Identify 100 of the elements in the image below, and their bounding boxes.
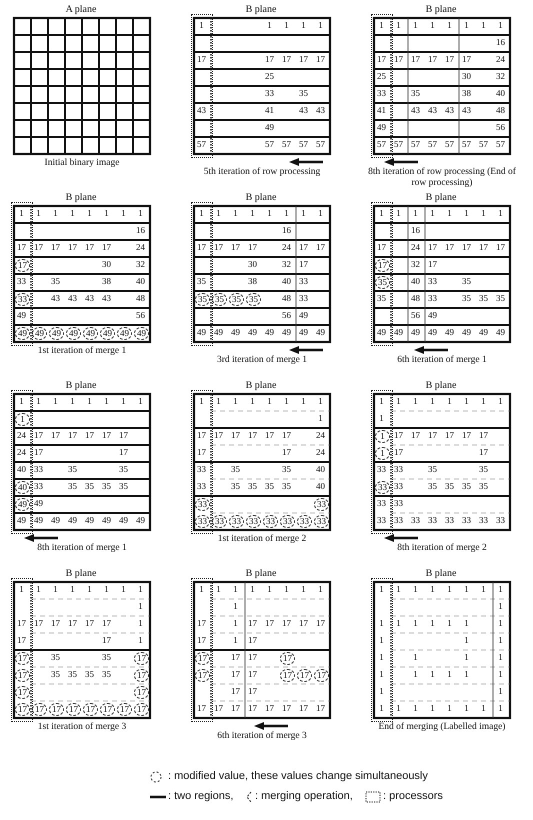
number: 1 — [480, 208, 487, 219]
legend-text: : merging operation, — [255, 790, 353, 802]
number: 35 — [118, 481, 129, 492]
number: 17 — [67, 430, 78, 441]
number: 1 — [480, 584, 487, 595]
number: 57 — [427, 139, 438, 150]
number: 32 — [410, 259, 421, 270]
circled-number: 17 — [15, 259, 30, 272]
number: 33 — [376, 88, 387, 99]
number: 17 — [264, 703, 275, 714]
number: 33 — [196, 464, 207, 475]
number: 1 — [463, 584, 470, 595]
panel-caption: 8th iteration of merge 2 — [396, 543, 488, 554]
number: 33 — [427, 515, 438, 526]
number: 49 — [213, 327, 224, 338]
number: 35 — [478, 464, 489, 475]
number: 1 — [463, 652, 470, 663]
number: 40 — [16, 464, 27, 475]
number: 17 — [230, 669, 241, 680]
circled-number: 17 — [134, 686, 149, 699]
number: 17 — [101, 635, 112, 646]
number: 1 — [378, 584, 385, 595]
number: 49 — [230, 327, 241, 338]
number: 35 — [50, 652, 61, 663]
number: 17 — [298, 703, 309, 714]
number: 1 — [300, 584, 307, 595]
number: 1 — [300, 20, 307, 31]
number: 49 — [264, 122, 275, 133]
circled-number: 33 — [263, 515, 278, 528]
number: 1 — [497, 208, 504, 219]
legend-text: : processors — [383, 790, 443, 802]
number: 33 — [393, 498, 404, 509]
number: 17 — [478, 242, 489, 253]
number: 49 — [461, 327, 472, 338]
number: 17 — [461, 430, 472, 441]
number: 35 — [101, 481, 112, 492]
number: 1 — [429, 20, 436, 31]
circled-number: 35 — [375, 276, 390, 289]
number: 33 — [427, 276, 438, 287]
number: 35 — [281, 481, 292, 492]
number: 1 — [120, 208, 127, 219]
circled-number: 1 — [15, 413, 30, 426]
number: 1 — [137, 618, 144, 629]
number: 1 — [446, 396, 453, 407]
plane-title: B plane — [424, 192, 458, 203]
number: 17 — [213, 430, 224, 441]
number: 49 — [118, 515, 129, 526]
number: 40 — [410, 276, 421, 287]
number: 1 — [69, 208, 76, 219]
number: 1 — [497, 396, 504, 407]
number: 17 — [196, 635, 207, 646]
number: 35 — [101, 652, 112, 663]
number: 43 — [461, 105, 472, 116]
number: 48 — [410, 293, 421, 304]
number: 57 — [376, 139, 387, 150]
circled-number: 33 — [15, 293, 30, 306]
number: 56 — [410, 310, 421, 321]
number: 17 — [315, 618, 326, 629]
number: 1 — [18, 208, 25, 219]
number: 35 — [444, 481, 455, 492]
number: 1 — [395, 20, 402, 31]
number: 1 — [429, 669, 436, 680]
number: 17 — [315, 242, 326, 253]
circled-number: 17 — [15, 652, 30, 665]
circled-number: 49 — [32, 327, 47, 340]
number: 24 — [135, 242, 146, 253]
number: 1 — [497, 635, 504, 646]
number: 57 — [315, 139, 326, 150]
number: 1 — [317, 584, 324, 595]
circled-number: 35 — [195, 293, 210, 306]
number: 1 — [266, 20, 273, 31]
number: 17 — [16, 242, 27, 253]
number: 1 — [317, 413, 324, 424]
number: 35 — [67, 481, 78, 492]
number: 17 — [84, 430, 95, 441]
number: 1 — [378, 20, 385, 31]
circled-number: 17 — [15, 703, 30, 716]
number: 1 — [480, 703, 487, 714]
circled-number: 17 — [134, 703, 149, 716]
number: 17 — [67, 618, 78, 629]
number: 1 — [497, 669, 504, 680]
plane-title: A plane — [64, 4, 98, 15]
number: 1 — [412, 618, 419, 629]
number: 17 — [230, 242, 241, 253]
number: 17 — [33, 447, 44, 458]
number: 17 — [247, 669, 258, 680]
circled-number: 33 — [229, 515, 244, 528]
number: 17 — [196, 703, 207, 714]
number: 17 — [33, 430, 44, 441]
circled-number: 35 — [212, 293, 227, 306]
number: 1 — [463, 20, 470, 31]
circled-number: 33 — [280, 515, 295, 528]
panel-caption: 8th iteration of row processing (End of row processing) — [367, 167, 517, 189]
circled-number: 40 — [15, 481, 30, 494]
number: 17 — [376, 242, 387, 253]
number: 17 — [298, 618, 309, 629]
number: 17 — [298, 54, 309, 65]
number: 1 — [198, 396, 205, 407]
number: 56 — [281, 310, 292, 321]
number: 17 — [427, 54, 438, 65]
